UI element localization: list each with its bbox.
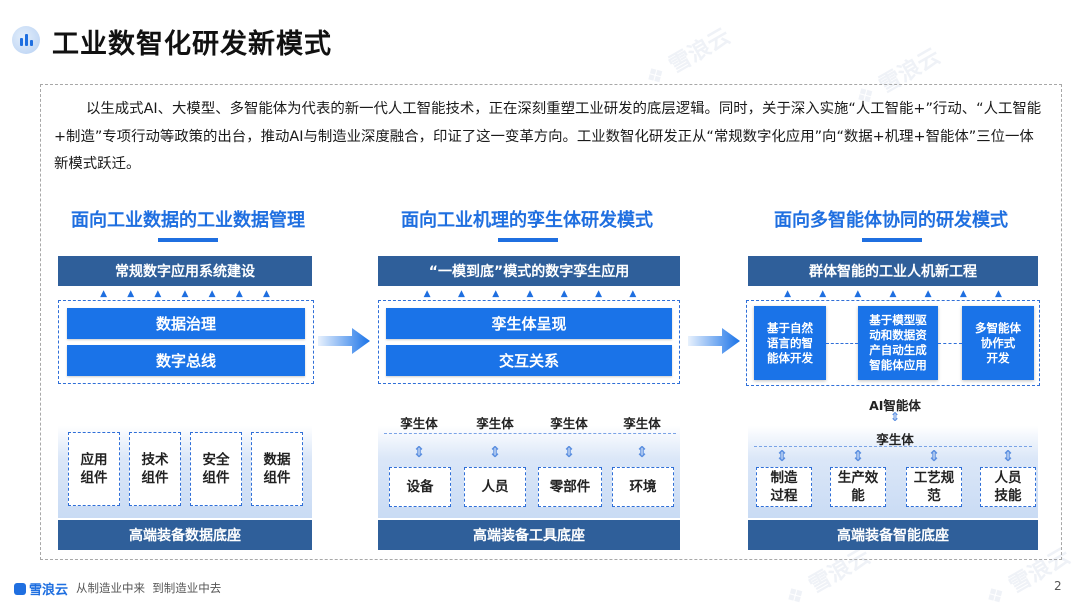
section-underline <box>158 238 218 242</box>
top-bar-agent: 群体智能的工业人机新工程 <box>748 256 1038 286</box>
twin-label: 孪生体 <box>400 416 438 431</box>
bidirectional-arrow-icon: ⇕ <box>562 443 576 461</box>
section-title-multi-agent: 面向多智能体协同的研发模式 <box>774 210 1008 231</box>
section-title-data: 面向工业数据的工业数据管理 <box>71 210 305 231</box>
twin-label: 孪生体 <box>623 416 661 431</box>
bidirectional-arrow-icon: ⇕ <box>412 443 426 461</box>
ai-agent-label: AI智能体 <box>869 398 921 413</box>
component-equipment: 设备 <box>389 467 451 507</box>
component-security: 安全 组件 <box>190 432 242 506</box>
agent-connector <box>938 343 962 344</box>
section-title-twin: 面向工业机理的孪生体研发模式 <box>401 210 653 231</box>
agent-item-label: 基于自然 语言的智 能体开发 <box>767 320 813 365</box>
bottom-bar-data: 高端装备数据底座 <box>58 520 312 550</box>
component-production-efficiency: 生产效 能 <box>830 467 886 507</box>
component-manufacturing-process: 制造 过程 <box>756 467 812 507</box>
intro-paragraph: 以生成式AI、大模型、多智能体为代表的新一代人工智能技术，正在深刻重塑工业研发的… <box>54 101 1042 172</box>
up-arrows: ▲▲▲▲▲▲▲ <box>423 289 637 299</box>
top-bar-twin: “一模到底”模式的数字孪生应用 <box>378 256 680 286</box>
footer-brand-text: 雪浪云 <box>29 583 69 598</box>
twin-label: 孪生体 <box>876 432 914 447</box>
component-label: 生产效 能 <box>837 470 879 504</box>
twin-group-dashed-line <box>754 446 1032 447</box>
component-data: 数据 组件 <box>251 432 303 506</box>
bidirectional-arrow-icon: ⇕ <box>851 447 865 465</box>
component-label: 人员 技能 <box>994 470 1022 504</box>
up-arrows: ▲▲▲▲▲▲▲ <box>100 289 270 299</box>
component-process-spec: 工艺规 范 <box>906 467 962 507</box>
brand-s-icon <box>14 583 26 595</box>
page-number: 2 <box>1054 579 1062 593</box>
component-label: 工艺规 范 <box>913 470 955 504</box>
component-label: 安全 组件 <box>202 452 230 486</box>
main-item-interaction: 交互关系 <box>386 345 672 376</box>
core-box-data <box>58 300 314 384</box>
agent-item-model-driven: 基于模型驱 动和数据资 产自动生成 智能体应用 <box>858 306 938 380</box>
up-arrows: ▲▲▲▲▲▲▲ <box>784 289 1002 299</box>
component-label: 数据 组件 <box>263 452 291 486</box>
bidirectional-arrow-icon: ⇕ <box>635 443 649 461</box>
component-label: 应用 组件 <box>80 452 108 486</box>
arrow-right-icon <box>688 328 740 354</box>
component-personnel-skill: 人员 技能 <box>980 467 1036 507</box>
core-box-twin <box>378 300 680 384</box>
bidirectional-arrow-icon: ⇕ <box>927 447 941 465</box>
bottom-bar-agent: 高端装备智能底座 <box>748 520 1038 550</box>
footer-brand: 雪浪云 <box>14 579 68 598</box>
bidirectional-arrow-icon: ⇕ <box>488 443 502 461</box>
footer-slogan: 从制造业中来 到制造业中去 <box>76 581 222 595</box>
component-app: 应用 组件 <box>68 432 120 506</box>
component-tech: 技术 组件 <box>129 432 181 506</box>
agent-item-label: 基于模型驱 动和数据资 产自动生成 智能体应用 <box>869 313 927 372</box>
section-underline <box>498 238 558 242</box>
watermark: ❖ 雪浪云 <box>641 23 735 93</box>
twin-group-dashed-line <box>384 433 676 434</box>
core-box-agent <box>746 300 1040 386</box>
main-item-data-governance: 数据治理 <box>67 308 305 339</box>
agent-item-collab: 多智能体 协作式 开发 <box>962 306 1034 380</box>
bidirectional-arrow-icon: ⇕ <box>775 447 789 465</box>
main-item-twin-presentation: 孪生体呈现 <box>386 308 672 339</box>
agent-item-label: 多智能体 协作式 开发 <box>975 320 1021 365</box>
top-bar-data: 常规数字应用系统建设 <box>58 256 312 286</box>
agent-item-nl: 基于自然 语言的智 能体开发 <box>754 306 826 380</box>
component-label: 技术 组件 <box>141 452 169 486</box>
main-item-digital-bus: 数字总线 <box>67 345 305 376</box>
section-underline <box>862 238 922 242</box>
chart-bars-icon <box>12 26 40 54</box>
agent-connector <box>826 343 858 344</box>
content-frame <box>40 84 1062 560</box>
twin-label: 孪生体 <box>476 416 514 431</box>
bidirectional-arrow-icon: ⇕ <box>1001 447 1015 465</box>
bottom-bar-twin: 高端装备工具底座 <box>378 520 680 550</box>
component-environment: 环境 <box>612 467 674 507</box>
page-title: 工业数智化研发新模式 <box>52 29 332 60</box>
twin-label: 孪生体 <box>550 416 588 431</box>
arrow-right-icon <box>318 328 370 354</box>
component-personnel: 人员 <box>464 467 526 507</box>
component-parts: 零部件 <box>538 467 602 507</box>
component-label: 制造 过程 <box>770 470 798 504</box>
bidirectional-arrow-icon: ⇕ <box>889 410 901 424</box>
